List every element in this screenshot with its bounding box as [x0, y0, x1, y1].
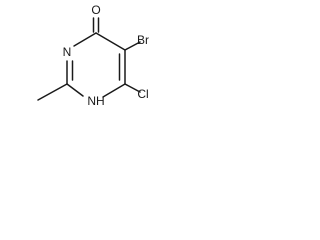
atom-o: O: [91, 3, 100, 17]
structure-diagram: O Br Cl N NH: [37, 3, 149, 108]
bond-c6-n1: [102, 83, 126, 98]
bond-c6-cl: [124, 83, 141, 93]
bond-c2-methyl: [37, 83, 68, 101]
atom-labels: O Br Cl N NH: [63, 3, 149, 108]
bonds: [37, 17, 141, 101]
bond-c5-br: [124, 41, 141, 51]
atom-n-top: N: [63, 45, 72, 59]
atom-cl: Cl: [137, 87, 148, 101]
bond-c4-n3: [73, 32, 97, 47]
atom-nh-bottom: NH: [87, 94, 104, 108]
bond-n1-c2: [66, 83, 84, 97]
bond-c4-c5: [95, 32, 126, 51]
atom-br: Br: [137, 33, 149, 47]
